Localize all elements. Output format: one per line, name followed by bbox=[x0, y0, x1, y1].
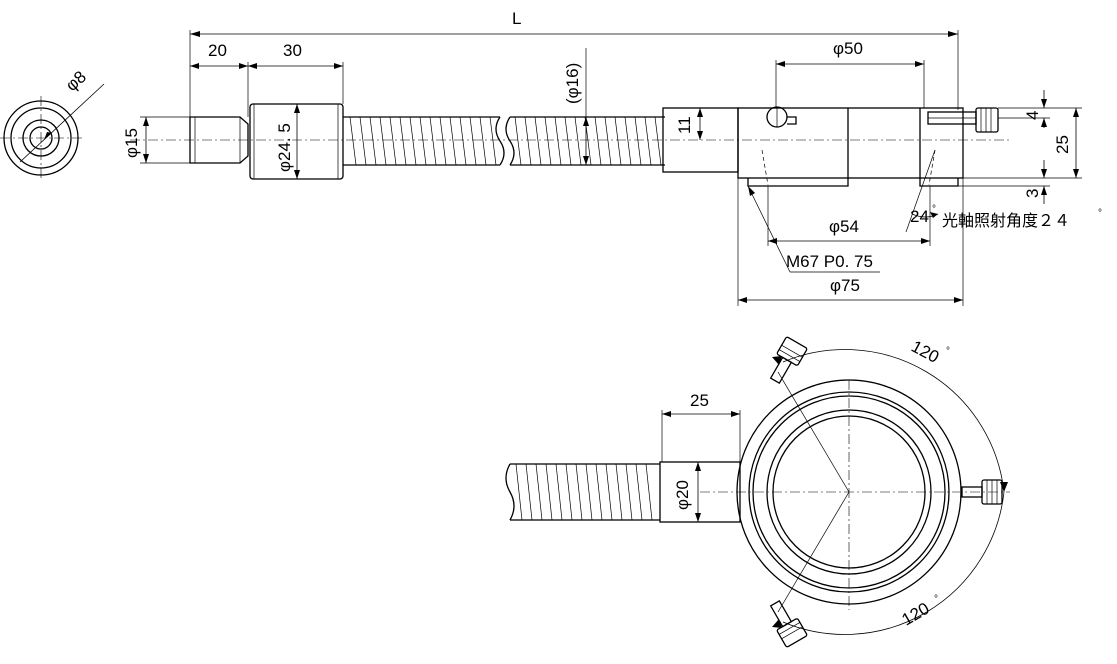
dim-25-front: 25 bbox=[690, 391, 709, 410]
dim-phi15: φ15 bbox=[122, 128, 141, 158]
dim-phi50: φ50 bbox=[833, 39, 863, 58]
front-view: 120 ° 120 ° 25 φ20 bbox=[505, 336, 1010, 648]
dim-120-top: 120 bbox=[908, 337, 942, 367]
dim-3: 3 bbox=[1023, 189, 1042, 198]
dim-120-bottom-mark: ° bbox=[934, 594, 938, 605]
illumination-angle-label: 光軸照射角度２４ bbox=[942, 211, 1070, 230]
ring-head-side bbox=[737, 106, 999, 187]
dim-phi16: (φ16) bbox=[563, 63, 582, 104]
dim-20: 20 bbox=[208, 41, 227, 60]
dim-phi54: φ54 bbox=[829, 217, 859, 236]
dim-30: 30 bbox=[283, 41, 302, 60]
dim-24deg-mark: ° bbox=[932, 204, 936, 215]
dim-phi24-5: φ24. 5 bbox=[275, 123, 294, 172]
dim-120-top-mark: ° bbox=[946, 346, 950, 357]
side-view bbox=[130, 103, 1010, 187]
dim-L: L bbox=[512, 9, 521, 28]
dim-phi75: φ75 bbox=[830, 276, 860, 295]
dim-4: 4 bbox=[1023, 111, 1042, 120]
side-dimensions: L 20 30 φ15 φ24. 5 (φ16) bbox=[122, 9, 1102, 306]
dim-24deg: 24 bbox=[910, 207, 929, 226]
dim-120-bottom: 120 bbox=[899, 599, 933, 630]
illumination-angle-mark: ° bbox=[1098, 208, 1102, 219]
phi8-label: φ8 bbox=[62, 67, 90, 95]
end-view: φ8 bbox=[0, 67, 105, 180]
dim-phi20: φ20 bbox=[673, 480, 692, 510]
dim-25-side: 25 bbox=[1053, 135, 1072, 154]
thread-spec: M67 P0. 75 bbox=[786, 252, 873, 271]
dim-11: 11 bbox=[675, 116, 694, 134]
gooseneck-coil bbox=[343, 116, 665, 166]
